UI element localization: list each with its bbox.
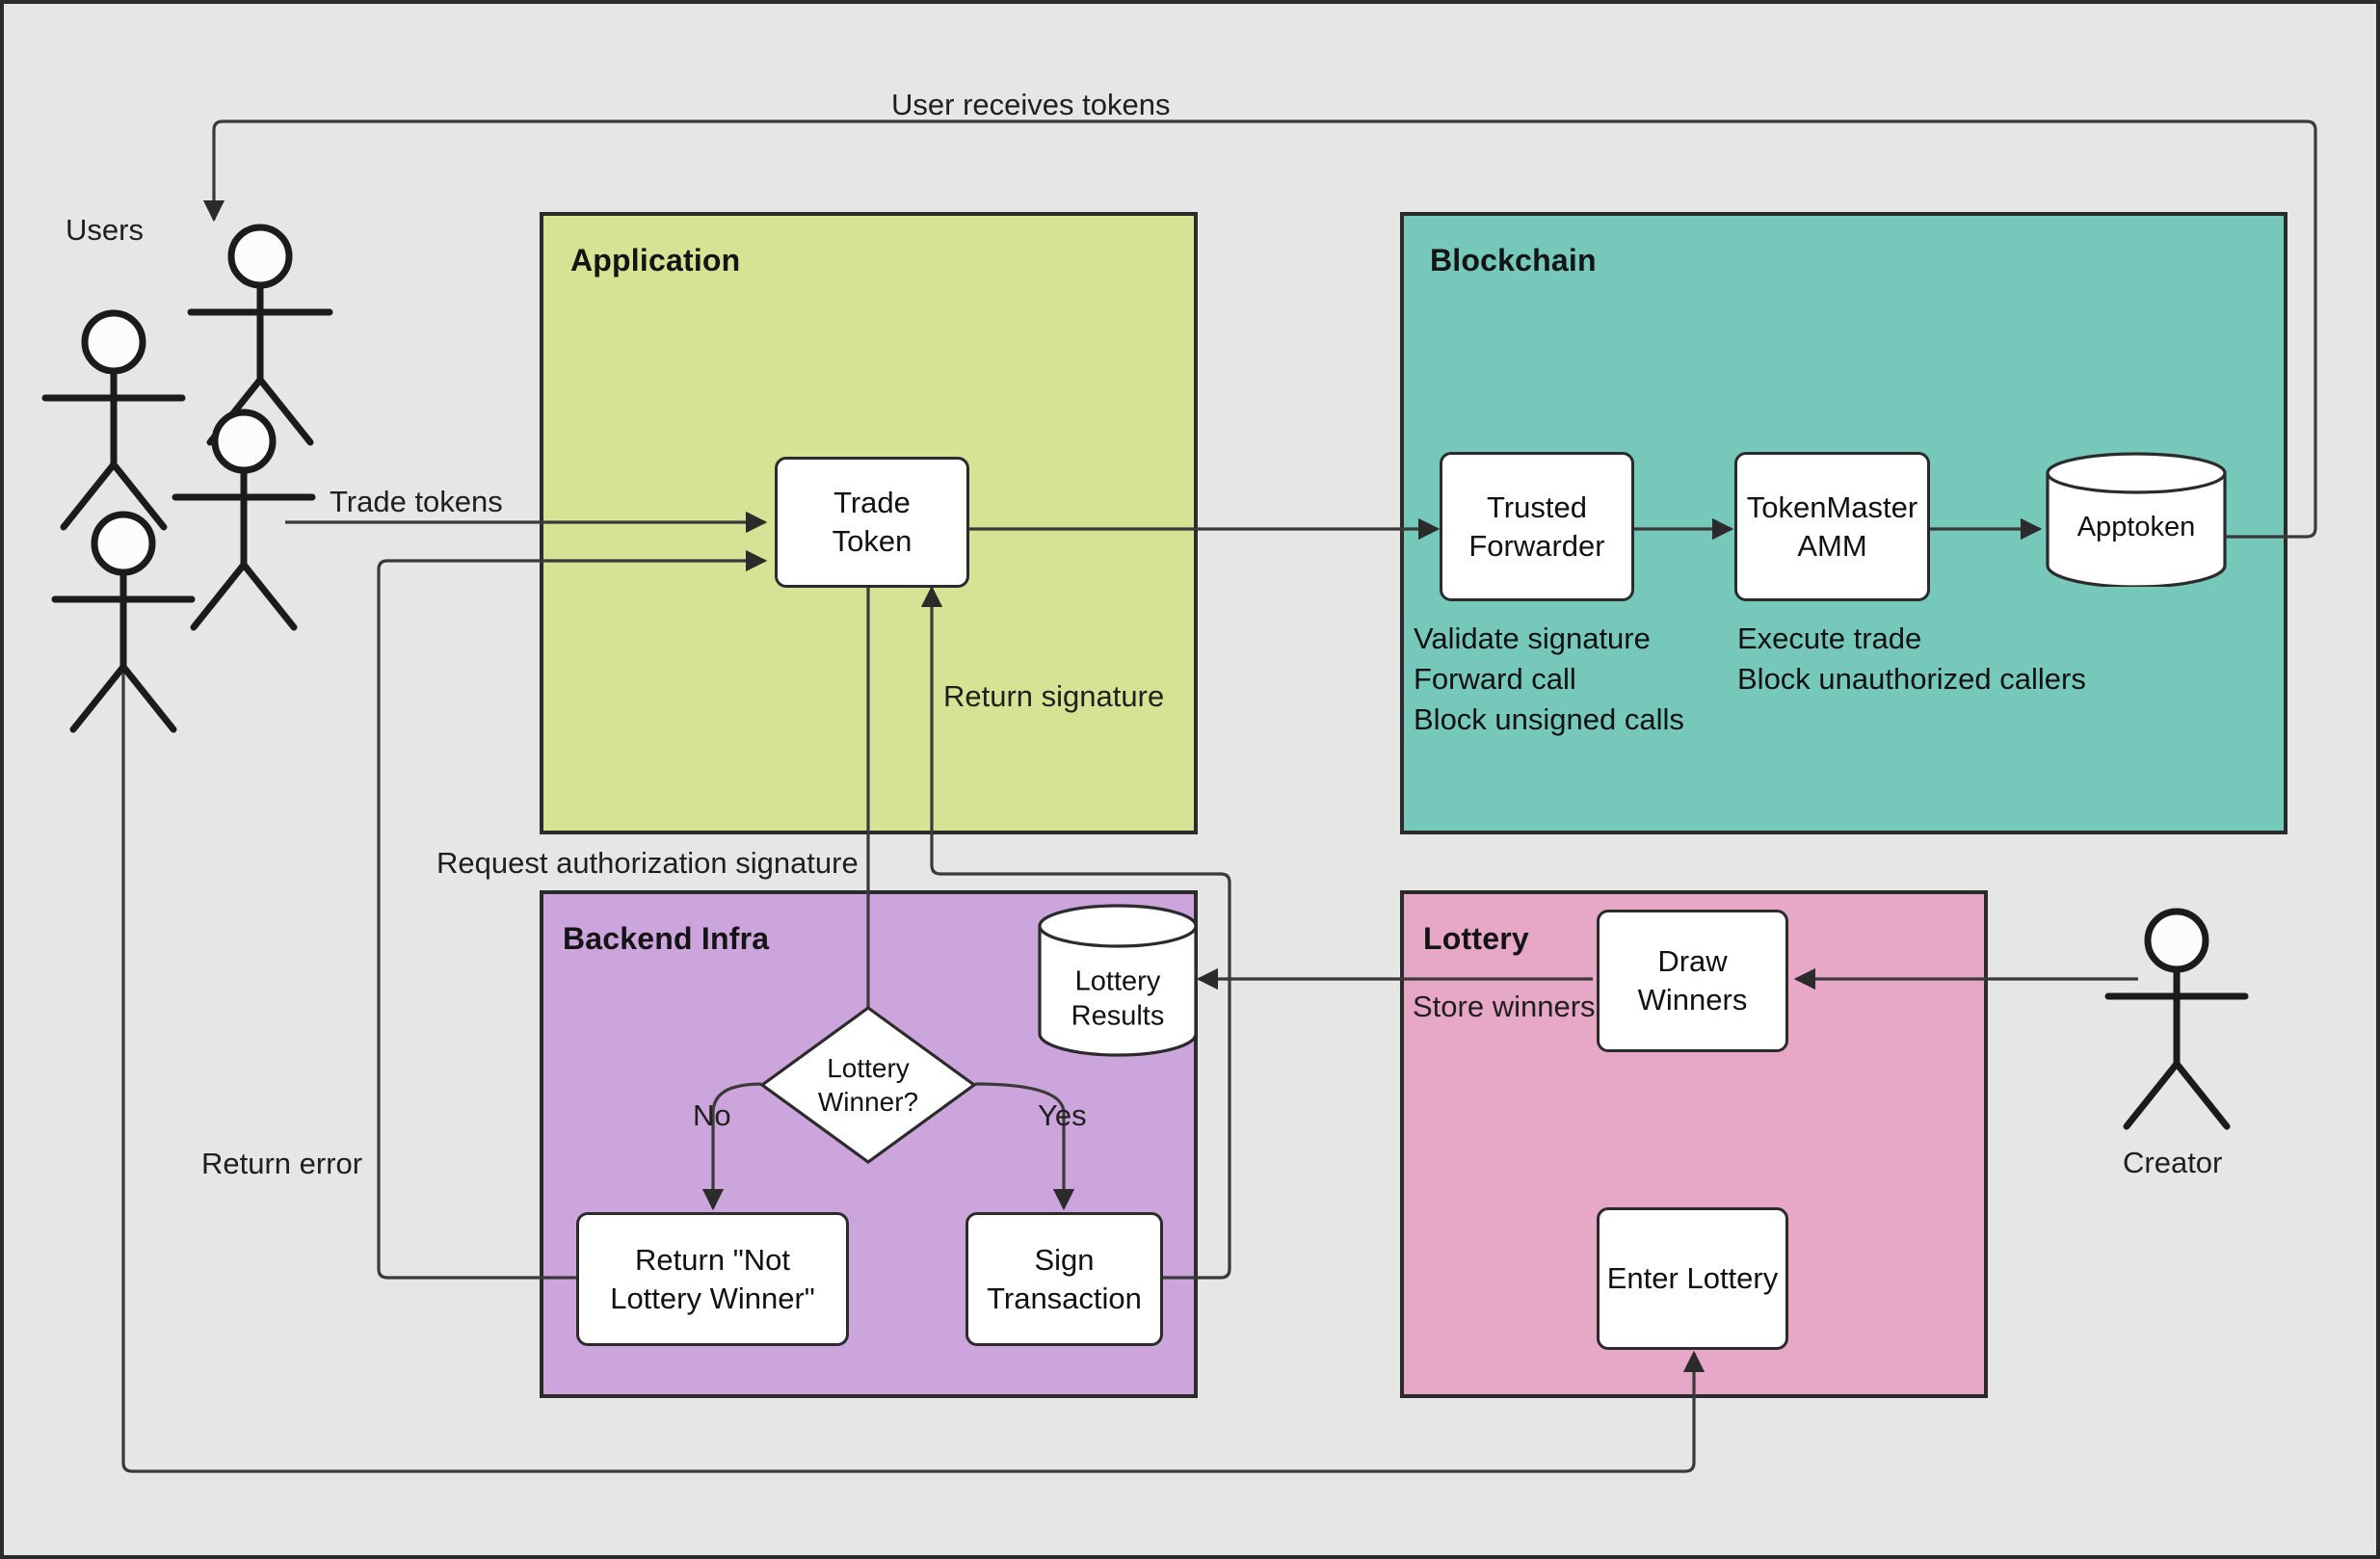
node-enter-lottery-label: Enter Lottery [1606, 1261, 1779, 1296]
actor-user-3 [172, 409, 316, 631]
node-trusted-forwarder-line2: Forwarder [1468, 528, 1605, 563]
edge-label-return-error: Return error [201, 1147, 363, 1180]
node-lottery-winner-label: Lottery Winner? [758, 1051, 978, 1119]
node-tokenmaster-amm-line2: AMM [1797, 528, 1867, 563]
node-trade-token[interactable]: Trade Token [775, 457, 969, 588]
edge-label-return-signature: Return signature [943, 679, 1165, 713]
node-draw-winners-line1: Draw [1657, 944, 1728, 979]
zone-backend-title: Backend Infra [563, 921, 770, 956]
node-tokenmaster-amm[interactable]: TokenMaster AMM [1734, 452, 1930, 601]
edge-label-branch-no: No [693, 1098, 731, 1132]
creator-label: Creator [2123, 1146, 2223, 1179]
note-amm: Execute trade Block unauthorized callers [1737, 621, 2086, 697]
edge-label-request-authorization-signature: Request authorization signature [436, 846, 859, 880]
node-apptoken[interactable]: Apptoken [2045, 452, 2228, 589]
zone-application-title: Application [570, 243, 741, 277]
node-draw-winners[interactable]: Draw Winners [1597, 910, 1788, 1052]
edge-label-trade-tokens: Trade tokens [330, 485, 503, 518]
node-return-not-winner-line2: Lottery Winner" [610, 1281, 815, 1315]
edge-label-store-winners: Store winners [1413, 990, 1596, 1023]
edge-label-branch-yes: Yes [1038, 1098, 1087, 1132]
node-sign-transaction-line1: Sign [1034, 1242, 1095, 1277]
diamond-shape [759, 1006, 977, 1164]
zone-blockchain-title: Blockchain [1430, 243, 1597, 277]
actor-creator [2104, 908, 2249, 1130]
node-enter-lottery[interactable]: Enter Lottery [1597, 1207, 1788, 1350]
node-trade-token-line1: Trade [833, 486, 911, 520]
users-label: Users [66, 213, 144, 247]
edge-label-user-receives-tokens: User receives tokens [891, 88, 1171, 121]
cylinder-shape [1038, 904, 1198, 1057]
node-lottery-results-line2: Results [1071, 1000, 1165, 1032]
node-lottery-winner-line1: Lottery [827, 1053, 910, 1083]
node-return-not-winner[interactable]: Return "Not Lottery Winner" [576, 1212, 849, 1346]
actor-user-1 [187, 224, 333, 446]
actor-user-2 [41, 309, 186, 531]
node-sign-transaction-line2: Transaction [987, 1281, 1142, 1315]
node-lottery-results-label: Lottery Results [1037, 964, 1199, 1035]
node-lottery-results-line1: Lottery [1074, 965, 1161, 997]
node-draw-winners-line2: Winners [1637, 983, 1748, 1017]
node-tokenmaster-amm-line1: TokenMaster [1746, 489, 1918, 524]
node-trade-token-line2: Token [832, 524, 912, 558]
node-trusted-forwarder[interactable]: Trusted Forwarder [1440, 452, 1634, 601]
node-lottery-results[interactable]: Lottery Results [1037, 903, 1199, 1059]
node-trusted-forwarder-line1: Trusted [1487, 489, 1587, 524]
node-return-not-winner-line1: Return "Not [635, 1242, 790, 1277]
node-lottery-winner-decision[interactable]: Lottery Winner? [758, 1004, 978, 1166]
node-lottery-winner-line2: Winner? [817, 1087, 919, 1117]
node-sign-transaction[interactable]: Sign Transaction [965, 1212, 1163, 1346]
note-forwarder: Validate signature Forward call Block un… [1414, 621, 1684, 737]
node-apptoken-label: Apptoken [2076, 511, 2196, 542]
actor-user-4 [51, 511, 196, 733]
cylinder-shape [2046, 452, 2227, 589]
zone-lottery-title: Lottery [1423, 921, 1529, 956]
